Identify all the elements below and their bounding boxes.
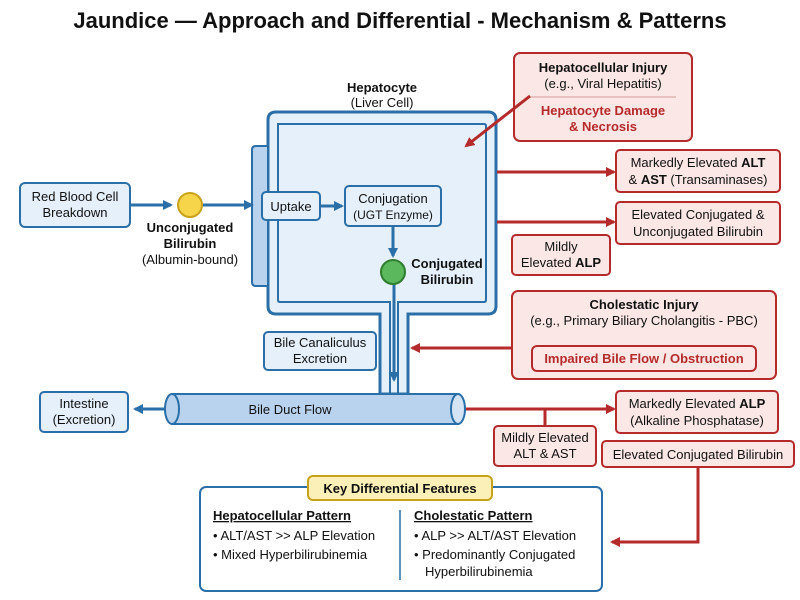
mild-alt-ast-line1: Mildly Elevated <box>501 430 588 445</box>
hepatocyte-subtitle: (Liver Cell) <box>351 95 414 110</box>
mild-alp-box <box>511 234 611 276</box>
canaliculus-line2: Excretion <box>293 351 347 366</box>
bile-duct <box>164 393 466 425</box>
unconjugated-bilirubin-icon <box>177 192 203 218</box>
hepatocyte-title: Hepatocyte <box>347 80 417 95</box>
cholestatic-pattern-item2b: Hyperbilirubinemia <box>425 564 533 579</box>
cholestatic-pattern-heading: Cholestatic Pattern <box>414 508 533 523</box>
alp-marked-line2: (Alkaline Phosphatase) <box>630 413 764 428</box>
conjugation-line2: (UGT Enzyme) <box>353 208 433 222</box>
rbc-line2: Breakdown <box>42 205 107 220</box>
mild-alt-ast-line2: ALT & AST <box>513 446 576 461</box>
cholestatic-example: (e.g., Primary Biliary Cholangitis - PBC… <box>530 313 758 328</box>
canaliculus-box <box>263 331 377 371</box>
conjugation-box <box>344 185 442 227</box>
unconj-line2: Bilirubin <box>164 236 217 251</box>
conj-unconj-line1: Elevated Conjugated & <box>632 207 765 222</box>
conj-line2: Bilirubin <box>421 272 474 287</box>
rbc-line1: Red Blood Cell <box>32 189 119 204</box>
hepatocellular-pattern-item1: • ALT/AST >> ALP Elevation <box>213 528 375 543</box>
intestine-line2: (Excretion) <box>53 412 116 427</box>
uptake-label: Uptake <box>270 199 311 214</box>
unconj-line1: Unconjugated <box>147 220 234 235</box>
alp-marked-box <box>615 390 779 434</box>
hepatocellular-pattern-heading: Hepatocellular Pattern <box>213 508 351 523</box>
mild-alp-line2: Elevated ALP <box>521 255 602 270</box>
arrow-to-key-features <box>610 468 700 547</box>
cholestatic-pattern-item1: • ALP >> ALT/AST Elevation <box>414 528 576 543</box>
key-features-title-box <box>307 475 493 501</box>
conjugation-line1: Conjugation <box>358 191 427 206</box>
hepatocellular-injury-example: (e.g., Viral Hepatitis) <box>544 76 662 91</box>
alt-ast-marked-line1: Markedly Elevated ALT <box>631 155 766 170</box>
bile-duct-label: Bile Duct Flow <box>248 402 332 417</box>
arrow-injury-to-cell <box>464 94 531 148</box>
cholestatic-detail: Impaired Bile Flow / Obstruction <box>544 351 743 366</box>
intestine-box <box>39 391 129 433</box>
intestine-line1: Intestine <box>59 396 108 411</box>
mild-alt-ast-box <box>493 425 597 467</box>
mild-alp-line1: Mildly <box>544 239 578 254</box>
hepatocellular-detail1: Hepatocyte Damage <box>541 103 665 118</box>
rbc-breakdown-box <box>19 182 131 228</box>
canaliculus-line1: Bile Canaliculus <box>274 335 367 350</box>
hepatocellular-pattern-item2: • Mixed Hyperbilirubinemia <box>213 547 368 562</box>
uptake-box <box>261 191 321 221</box>
cholestatic-title: Cholestatic Injury <box>589 297 699 312</box>
key-features-title: Key Differential Features <box>323 481 476 496</box>
alt-ast-marked-box <box>615 149 781 193</box>
conjugated-bilirubin-icon <box>380 259 406 285</box>
hepatocellular-injury-title: Hepatocellular Injury <box>539 60 668 75</box>
page-title: Jaundice — Approach and Differential - M… <box>73 8 727 33</box>
conj-line1: Conjugated <box>411 256 483 271</box>
cholestatic-detail-box <box>531 345 757 372</box>
cholestatic-pattern-item2a: • Predominantly Conjugated <box>414 547 575 562</box>
unconj-line3: (Albumin-bound) <box>142 252 238 267</box>
hepatocellular-detail2: & Necrosis <box>569 119 637 134</box>
elevated-conj-label: Elevated Conjugated Bilirubin <box>613 447 784 462</box>
conj-unconj-line2: Unconjugated Bilirubin <box>633 224 763 239</box>
elevated-conj-box <box>601 440 795 468</box>
conj-unconj-box <box>615 201 781 245</box>
alt-ast-marked-line2: & AST (Transaminases) <box>629 172 768 187</box>
alp-marked-line1: Markedly Elevated ALP <box>629 396 766 411</box>
